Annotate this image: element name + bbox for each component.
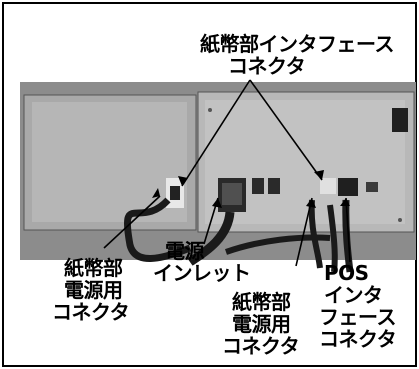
cable-power <box>187 211 235 266</box>
label-line: インタ <box>324 283 383 307</box>
label-line: 電源 <box>165 239 204 263</box>
label-bill-power-connector-left: 紙幣部 電源用 コネクタ <box>52 256 130 324</box>
label-line: コネクタ <box>228 54 306 78</box>
label-line: フェース <box>319 305 397 329</box>
device-photo <box>20 82 416 273</box>
label-line: 紙幣部 <box>64 256 123 280</box>
cable-long <box>225 234 331 255</box>
label-line: 電源用 <box>232 312 291 336</box>
label-line: 電源用 <box>64 278 123 302</box>
cable-pos2 <box>327 204 338 273</box>
label-power-inlet: 電源 インレット <box>153 239 251 284</box>
label-bill-interface-connector: 紙幣部インタフェース コネクタ <box>200 32 395 78</box>
cable-left <box>123 197 192 262</box>
label-line: POS <box>324 261 369 285</box>
label-line: 紙幣部インタフェース <box>200 32 395 56</box>
label-line: コネクタ <box>319 327 397 351</box>
arrowheads <box>152 170 350 208</box>
label-pos-interface-connector: POS インタ フェース コネクタ <box>319 261 397 351</box>
label-line: コネクタ <box>222 334 300 358</box>
label-line: コネクタ <box>52 300 130 324</box>
label-line: インレット <box>153 261 251 285</box>
label-line: 紙幣部 <box>232 290 291 314</box>
label-bill-power-connector-center: 紙幣部 電源用 コネクタ <box>222 290 300 358</box>
